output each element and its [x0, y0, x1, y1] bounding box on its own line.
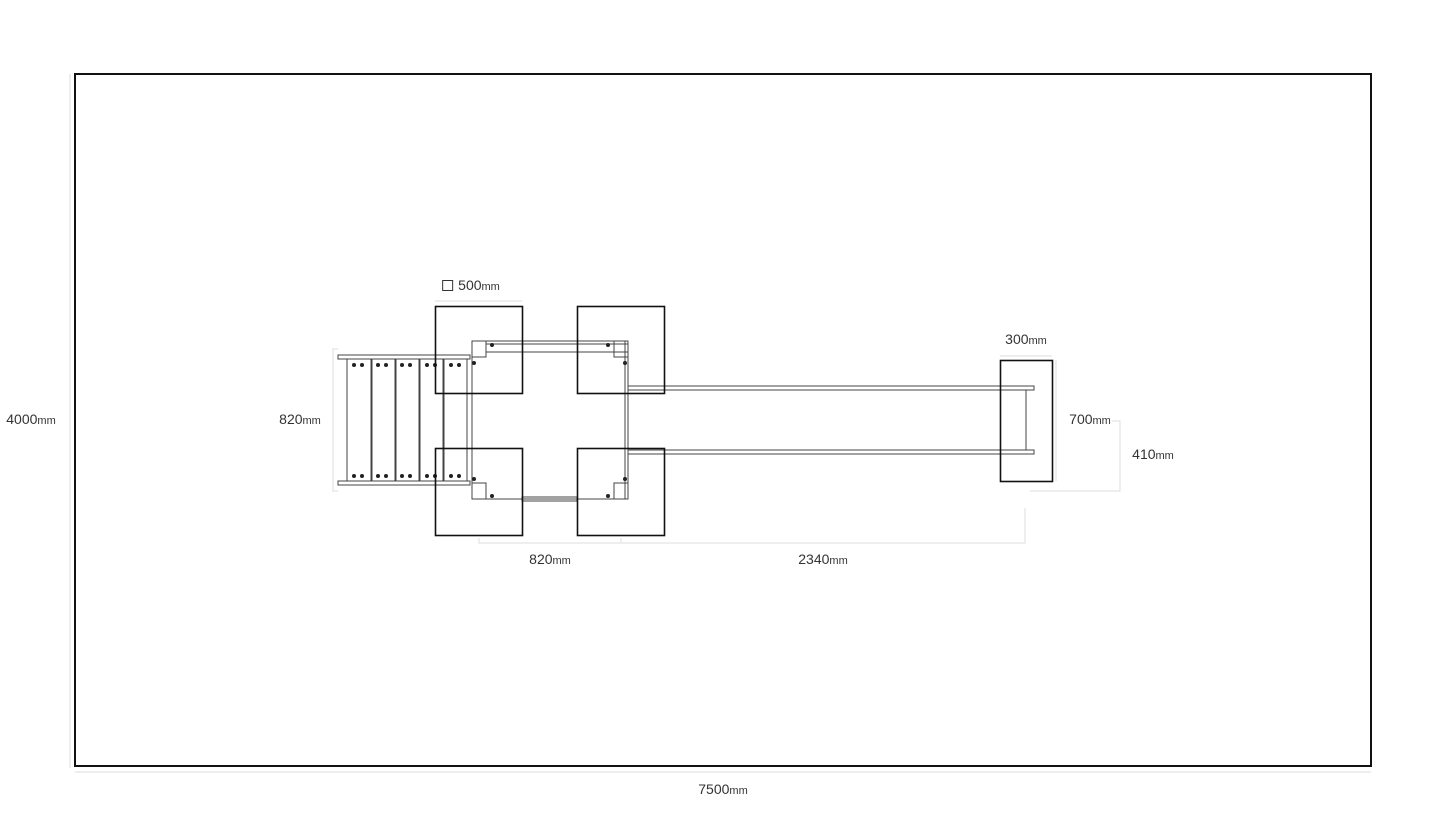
dim-line-frame-rail	[478, 508, 1026, 544]
label-frame-width: 820mm	[529, 551, 571, 567]
end-block	[999, 359, 1054, 483]
central-frame	[471, 340, 629, 502]
square-icon	[442, 280, 454, 291]
dim-line-rail-spacing	[1030, 420, 1121, 492]
label-total-width: 7500mm	[698, 781, 748, 797]
bolt-holes	[352, 343, 627, 498]
block-bottom-left	[434, 447, 524, 537]
label-end-block-length: 700mm	[1069, 411, 1111, 427]
dim-line-end-block	[1000, 355, 1057, 481]
dimension-lines	[69, 74, 1371, 773]
block-top-left	[434, 305, 524, 395]
concrete-blocks	[434, 305, 1054, 537]
rail-bottom	[627, 449, 1035, 455]
label-total-height: 4000mm	[6, 411, 56, 427]
staircase	[337, 354, 471, 486]
label-stair-width: 820mm	[279, 411, 321, 427]
label-rail-length: 2340mm	[798, 551, 848, 567]
block-top-right	[576, 305, 666, 395]
site-boundary	[74, 73, 1372, 767]
label-end-block-width: 300mm	[1005, 331, 1047, 347]
label-block-size: 500mm	[442, 277, 500, 293]
label-rail-spacing: 410mm	[1132, 446, 1174, 462]
rails	[627, 385, 1035, 455]
dim-line-stair-width	[332, 348, 338, 492]
rail-top	[627, 385, 1035, 391]
block-bottom-right	[576, 447, 666, 537]
